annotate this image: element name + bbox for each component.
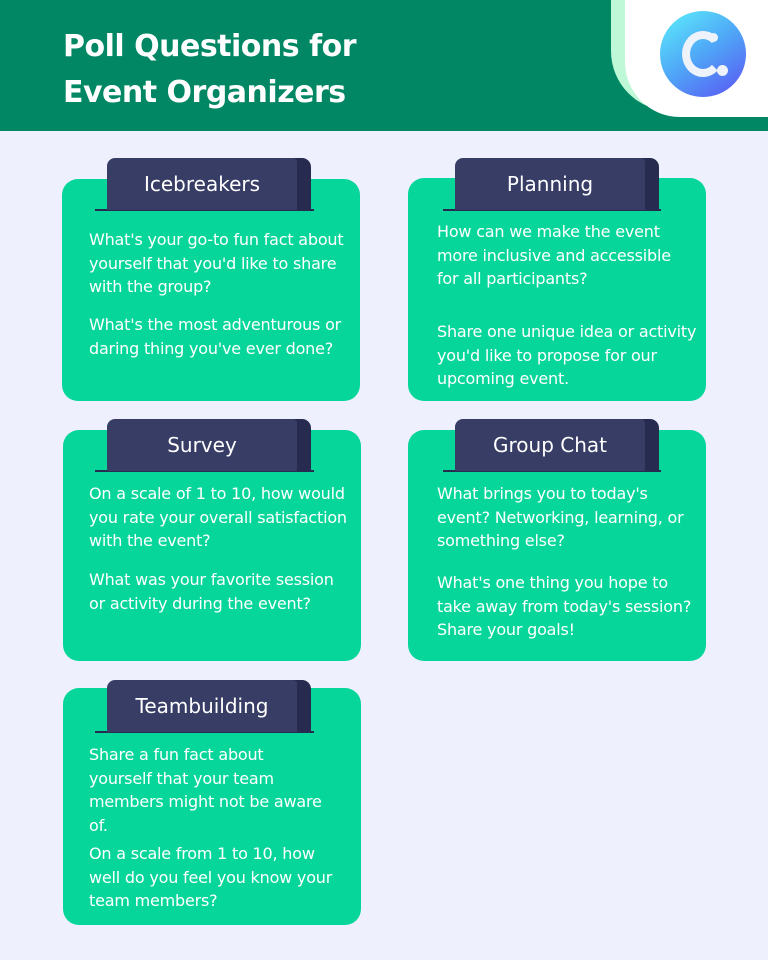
question-text: What's your go-to fun fact about yoursel… <box>89 230 344 297</box>
tab-label: Group Chat <box>455 419 645 471</box>
tab-group-chat: Group Chat <box>455 419 659 471</box>
question-text: What brings you to today's event? Networ… <box>437 484 684 551</box>
question-text: What was your favorite session or activi… <box>89 570 334 613</box>
question-text: How can we make the event more inclusive… <box>437 222 671 289</box>
logo-dot <box>717 65 728 76</box>
tab-planning: Planning <box>455 158 659 210</box>
question-text: Share a fun fact about yourself that you… <box>89 745 322 835</box>
card-planning <box>408 178 706 401</box>
question-text: On a scale from 1 to 10, how well do you… <box>89 844 333 911</box>
tab-label: Survey <box>107 419 297 471</box>
tab-label: Teambuilding <box>107 680 297 732</box>
card-icebreakers <box>62 179 360 401</box>
page-title: Poll Questions for Event Organizers <box>63 24 357 116</box>
tab-underline <box>443 470 661 472</box>
tab-underline <box>95 731 314 733</box>
page-title-line-1: Poll Questions for <box>63 29 357 64</box>
tab-underline <box>95 209 314 211</box>
tab-survey: Survey <box>107 419 311 471</box>
tab-label: Icebreakers <box>107 158 297 210</box>
logo-c-arc <box>682 31 724 77</box>
tab-teambuilding: Teambuilding <box>107 680 311 732</box>
question-text: What's one thing you hope to take away f… <box>437 573 692 640</box>
question-text: On a scale of 1 to 10, how would you rat… <box>89 484 347 551</box>
tab-underline <box>95 470 314 472</box>
question-text: What's the most adventurous or daring th… <box>89 315 342 358</box>
page-title-line-2: Event Organizers <box>63 75 346 110</box>
c-logo-icon <box>660 11 746 97</box>
tab-label: Planning <box>455 158 645 210</box>
question-text: Share one unique idea or activity you'd … <box>437 322 697 389</box>
tab-icebreakers: Icebreakers <box>107 158 311 210</box>
tab-underline <box>443 209 661 211</box>
logo-c-cap <box>709 33 718 42</box>
